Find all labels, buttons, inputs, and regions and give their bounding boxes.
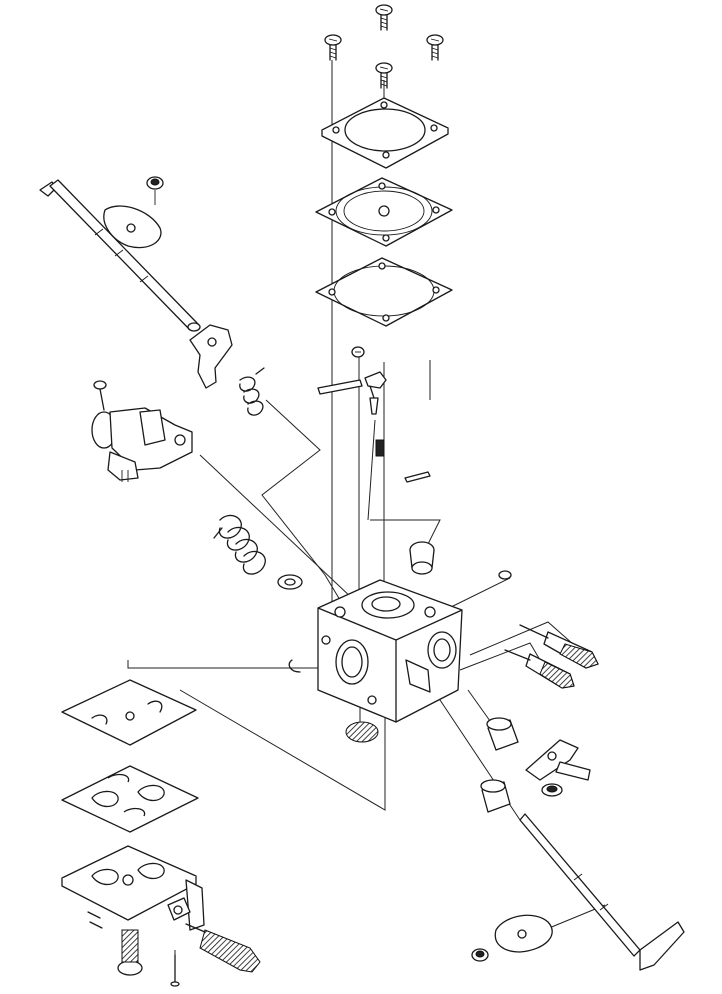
lever-pin <box>317 379 363 395</box>
fuel-filter-screen <box>409 541 435 575</box>
screw <box>93 380 107 411</box>
choke-shaft <box>519 813 685 971</box>
throttle-lever <box>189 324 233 389</box>
screw <box>351 346 365 358</box>
screw <box>426 34 444 61</box>
adjusting-needle <box>504 649 575 689</box>
adjusting-needle <box>519 624 599 669</box>
screw <box>375 4 393 31</box>
screw <box>541 783 563 797</box>
screw <box>471 948 489 962</box>
spring <box>185 923 261 973</box>
bushing <box>486 717 519 751</box>
primer-assembly <box>91 407 193 482</box>
screw <box>146 176 164 205</box>
throttle-plate <box>103 205 162 249</box>
washer <box>277 574 303 590</box>
metering-spring <box>375 439 385 457</box>
adjusting-screw-fitting <box>167 897 191 921</box>
pump-diaphragm <box>315 177 453 247</box>
screw <box>324 34 342 61</box>
metering-diaphragm <box>61 765 199 833</box>
tension-spring <box>213 514 266 575</box>
bushing <box>480 779 511 813</box>
carburetor-body <box>288 579 463 723</box>
link-rod <box>404 471 431 483</box>
choke-plate <box>494 914 553 953</box>
throttle-shaft <box>39 179 201 332</box>
diaphragm-cover <box>321 97 449 169</box>
pin <box>170 954 180 987</box>
plug <box>498 570 512 580</box>
screw <box>117 929 143 976</box>
lower-gasket <box>61 679 197 746</box>
choke-lever <box>525 739 591 781</box>
cover-gasket <box>315 257 453 327</box>
screw <box>375 62 393 89</box>
welch-plug <box>345 721 379 743</box>
metering-lever <box>364 371 387 399</box>
inlet-needle <box>369 397 379 415</box>
bottom-cover <box>61 845 205 931</box>
torsion-spring <box>239 367 265 416</box>
